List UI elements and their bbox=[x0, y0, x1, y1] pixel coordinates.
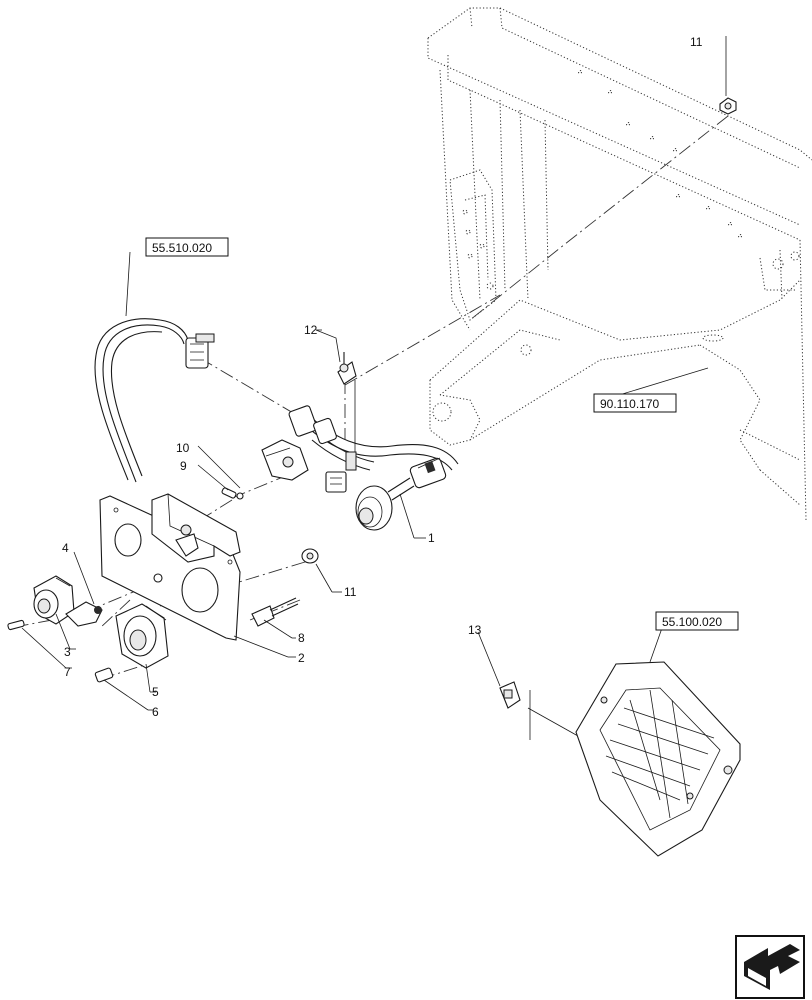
callout-9: 9 bbox=[180, 459, 187, 473]
socket-item-3 bbox=[33, 575, 103, 627]
callout-7: 7 bbox=[64, 665, 71, 679]
mounting-plate bbox=[99, 493, 241, 641]
fuse-item-13 bbox=[499, 681, 521, 709]
leader-lines bbox=[21, 36, 727, 711]
callout-12: 12 bbox=[304, 323, 318, 337]
reference-harness[interactable]: 55.510.020 bbox=[145, 237, 229, 257]
clip-item-12 bbox=[337, 352, 357, 385]
main-harness bbox=[288, 405, 459, 531]
harness-cable bbox=[94, 318, 215, 483]
callout-4: 4 bbox=[62, 541, 69, 555]
connector-block bbox=[261, 439, 309, 481]
next-page-arrow-icon[interactable] bbox=[735, 935, 805, 999]
socket-item-5 bbox=[115, 603, 169, 669]
callout-1: 1 bbox=[428, 531, 435, 545]
callout-labels: 1 2 3 4 5 6 7 8 9 10 11 11 12 13 bbox=[62, 35, 703, 719]
reference-harness-label: 55.510.020 bbox=[152, 241, 212, 255]
callout-13: 13 bbox=[468, 623, 482, 637]
screw-item-9-10 bbox=[221, 487, 244, 500]
callout-6: 6 bbox=[152, 705, 159, 719]
callout-11-upper: 11 bbox=[690, 35, 703, 49]
washer-item-11-lower bbox=[301, 548, 319, 564]
callout-10: 10 bbox=[176, 441, 190, 455]
callout-8: 8 bbox=[298, 631, 305, 645]
reference-frame-label: 90.110.170 bbox=[600, 397, 659, 411]
nut-item-11-upper bbox=[719, 97, 737, 115]
screw-item-6 bbox=[94, 667, 114, 683]
reference-fusebox[interactable]: 55.100.020 bbox=[655, 611, 739, 631]
callout-2: 2 bbox=[298, 651, 305, 665]
fuse-box bbox=[575, 661, 741, 857]
callout-3: 3 bbox=[64, 645, 71, 659]
reference-frame[interactable]: 90.110.170 bbox=[593, 393, 677, 413]
callout-5: 5 bbox=[152, 685, 159, 699]
tractor-frame-ghost bbox=[427, 7, 812, 521]
bolt-item-8 bbox=[251, 597, 299, 627]
callout-11-lower: 11 bbox=[344, 585, 357, 599]
reference-fusebox-label: 55.100.020 bbox=[662, 615, 722, 629]
screw-item-7 bbox=[7, 619, 25, 631]
